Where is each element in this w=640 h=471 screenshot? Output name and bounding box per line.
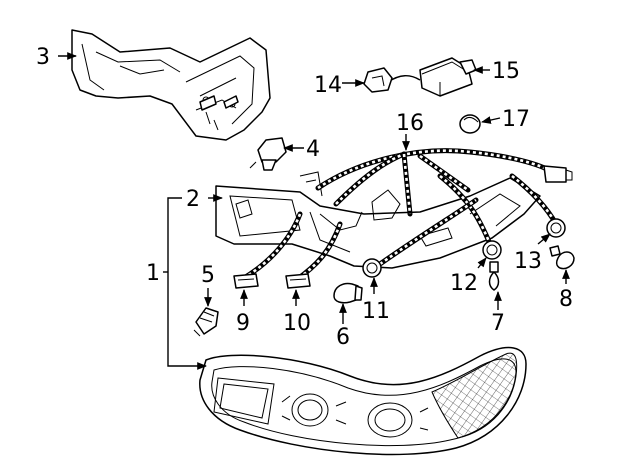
callout-17: 17 bbox=[502, 107, 530, 132]
callout-13: 13 bbox=[514, 249, 542, 274]
bulb-5 bbox=[193, 307, 219, 337]
ballast-module bbox=[419, 57, 477, 97]
retaining-clip bbox=[459, 114, 481, 134]
callout-11: 11 bbox=[362, 299, 390, 324]
socket-13 bbox=[546, 218, 566, 238]
callout-2: 2 bbox=[186, 187, 200, 212]
igniter-connector bbox=[363, 67, 393, 93]
bulb-6 bbox=[333, 282, 363, 304]
socket-11 bbox=[362, 258, 382, 278]
callout-16: 16 bbox=[396, 111, 424, 136]
callout-1: 1 bbox=[146, 261, 160, 286]
callout-15: 15 bbox=[492, 59, 520, 84]
callout-5: 5 bbox=[201, 263, 215, 288]
adjuster-pin bbox=[249, 137, 287, 171]
socket-12 bbox=[482, 240, 502, 260]
lamp-lens bbox=[199, 346, 527, 456]
mounting-bracket bbox=[71, 29, 271, 141]
callout-9: 9 bbox=[236, 311, 250, 336]
leader-lines bbox=[58, 52, 570, 370]
socket-10 bbox=[285, 273, 311, 289]
callout-7: 7 bbox=[491, 311, 505, 336]
bulb-7 bbox=[488, 261, 500, 291]
bulb-8 bbox=[549, 245, 575, 270]
callout-14: 14 bbox=[314, 73, 342, 98]
callout-3: 3 bbox=[36, 45, 50, 70]
ballast-cable bbox=[387, 75, 421, 83]
harness-plug-right bbox=[543, 165, 573, 183]
callout-10: 10 bbox=[283, 311, 311, 336]
socket-9 bbox=[233, 273, 259, 289]
callout-8: 8 bbox=[559, 287, 573, 312]
callout-6: 6 bbox=[336, 325, 350, 350]
wiring-harness bbox=[241, 148, 559, 283]
lamp-housing bbox=[215, 171, 541, 269]
callout-4: 4 bbox=[306, 137, 320, 162]
callout-12: 12 bbox=[450, 271, 478, 296]
